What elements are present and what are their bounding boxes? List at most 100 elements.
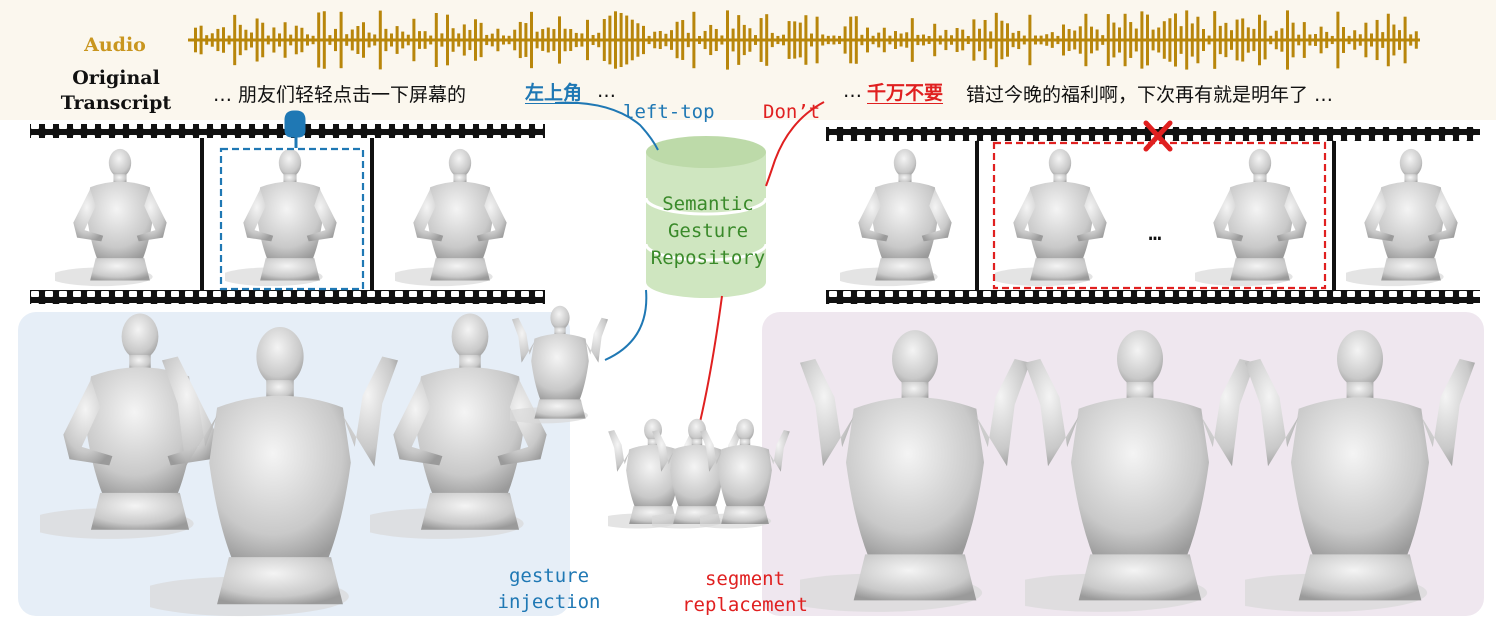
waveform-bar [1000, 20, 1004, 60]
waveform-bar [1398, 30, 1401, 50]
semantic-gesture-repository: Semantic Gesture Repository [644, 136, 768, 298]
waveform-bar [574, 32, 578, 48]
left-frame-3-figure [395, 148, 507, 287]
waveform-bar [1067, 29, 1071, 51]
waveform-bar [563, 28, 567, 52]
waveform-bar [1381, 32, 1385, 48]
waveform-bar [636, 23, 640, 57]
waveform-bar [1062, 24, 1065, 56]
waveform-bar [1151, 29, 1155, 51]
waveform-bar [938, 35, 942, 45]
waveform-bar [630, 19, 634, 61]
waveform-bar [339, 11, 343, 69]
waveform-bar [272, 27, 276, 53]
waveform-bar [1045, 34, 1049, 46]
waveform-bar [1174, 13, 1177, 67]
waveform-bar [815, 16, 819, 64]
segment-replacement-line1: segment [704, 568, 786, 590]
segment-replacement-line2: replacement [682, 594, 808, 616]
waveform-bar [362, 22, 365, 58]
left-frame-2-figure [225, 148, 337, 287]
waveform-bar [1297, 34, 1301, 46]
waveform-bar [1375, 19, 1379, 61]
waveform-bar [1078, 26, 1082, 54]
waveform-bar [1084, 13, 1088, 67]
waveform-bar [289, 34, 293, 46]
waveform-bar [1370, 33, 1373, 47]
waveform-bar [367, 32, 371, 48]
waveform-bar [591, 34, 595, 46]
waveform-bar [681, 20, 685, 60]
waveform-bar [412, 18, 416, 62]
waveform-bar [311, 35, 315, 45]
waveform-bar [1336, 11, 1340, 69]
replacement-figure-2 [1025, 330, 1255, 612]
waveform-bar [233, 14, 237, 66]
waveform-bar [535, 31, 539, 49]
waveform-bar [238, 24, 242, 56]
waveform-bar [754, 35, 757, 45]
waveform-bar [294, 25, 298, 55]
waveform-bar [798, 22, 802, 58]
waveform-bar [894, 31, 897, 49]
waveform-bar [726, 10, 729, 70]
replaced-segment-box [992, 141, 1327, 290]
dont-tag: Don’t [763, 101, 821, 123]
waveform-bar [1022, 35, 1026, 45]
waveform-bar [1207, 35, 1211, 45]
audio-transcript-band [0, 0, 1496, 120]
waveform-bar [1280, 28, 1284, 52]
cross-icon [1143, 120, 1173, 152]
waveform-bar [703, 30, 707, 50]
waveform-bar [227, 35, 231, 45]
waveform-bar [222, 27, 225, 53]
waveform-bar [1325, 31, 1329, 49]
waveform-bar [614, 11, 617, 69]
waveform-bar [429, 35, 433, 45]
waveform-bar [1291, 22, 1295, 58]
waveform-bar [451, 28, 455, 52]
waveform-bar [474, 19, 477, 61]
waveform-bar [255, 18, 259, 62]
waveform-bar [530, 11, 533, 69]
waveform-bar [468, 29, 472, 51]
waveform-bar [658, 30, 662, 50]
waveform-bar [250, 32, 253, 48]
waveform-bar [1246, 27, 1250, 53]
waveform-bar [972, 19, 976, 61]
waveform-bar [916, 34, 920, 46]
waveform-bar [619, 12, 623, 68]
waveform-bar [1028, 14, 1032, 66]
injection-figure-back-right [370, 313, 547, 539]
waveform-bar [1302, 22, 1306, 58]
waveform-bar [910, 18, 914, 62]
right-frame-1-figure [840, 148, 952, 287]
waveform-bar [1409, 34, 1413, 46]
right-filmstrip: … [826, 120, 1480, 304]
waveform-bar [854, 16, 858, 64]
waveform-bar [899, 33, 903, 47]
waveform-bar [1258, 14, 1261, 66]
waveform-bar [418, 31, 421, 49]
waveform-bar [283, 22, 287, 58]
waveform-bar [989, 31, 993, 49]
waveform-bar [373, 34, 377, 46]
waveform-bar [1157, 27, 1161, 53]
injection-connector [604, 289, 648, 361]
waveform-bar [328, 35, 332, 45]
waveform-bar [1056, 35, 1060, 45]
left-top-connector [554, 101, 659, 151]
waveform-bar [1101, 35, 1105, 45]
waveform-bar [1011, 32, 1015, 48]
waveform-bar [485, 34, 489, 46]
transcript-line1-suffix: … [597, 80, 616, 102]
transcript-line2-prefix: … [843, 80, 862, 102]
waveform-bar [216, 28, 220, 52]
waveform-bar [742, 24, 746, 56]
waveform-bar [955, 28, 959, 52]
waveform-bar [1190, 23, 1194, 57]
replacement-connector [699, 295, 723, 423]
waveform-bar [866, 27, 869, 53]
waveform-bar [731, 28, 735, 52]
waveform-bar [580, 33, 584, 47]
